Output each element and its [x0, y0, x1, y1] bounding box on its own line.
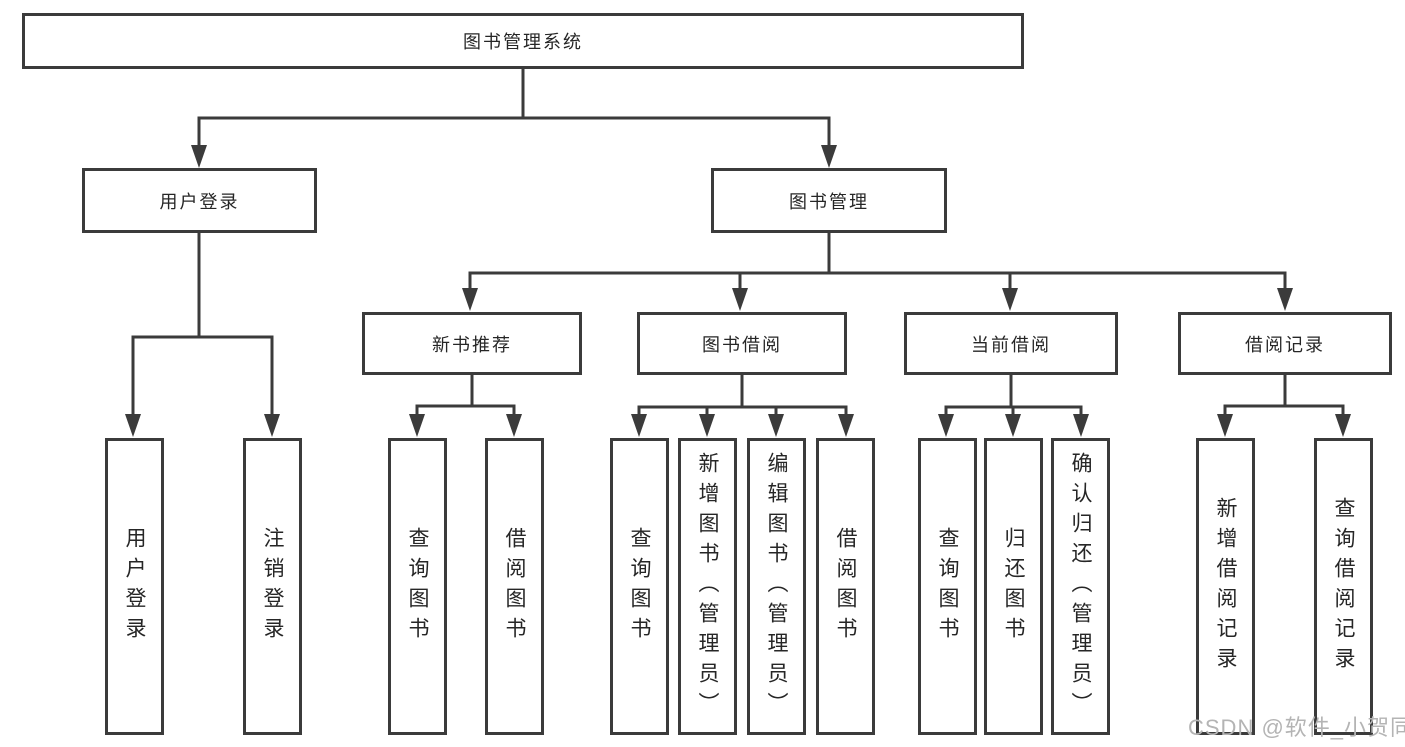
arrowheads: [125, 145, 1351, 437]
leaf-query-books-recommend: 查询图书: [388, 438, 447, 735]
node-root: 图书管理系统: [22, 13, 1024, 69]
node-current-borrow-label: 当前借阅: [971, 334, 1051, 355]
leaf-query-books-current: 查询图书: [918, 438, 977, 735]
leaf-add-borrow-record-label: 新增借阅记录: [1214, 496, 1237, 677]
leaf-borrow-books-recommend-label: 借阅图书: [503, 526, 526, 647]
leaf-borrow-books-borrow: 借阅图书: [816, 438, 875, 735]
leaf-logout-label: 注销登录: [261, 526, 284, 647]
leaf-add-book-admin-label: 新增图书（管理员）: [696, 451, 719, 722]
node-new-book-recommend-label: 新书推荐: [432, 334, 512, 355]
node-new-book-recommend: 新书推荐: [362, 312, 582, 375]
leaf-borrow-books-borrow-label: 借阅图书: [834, 526, 857, 647]
leaf-user-login-label: 用户登录: [123, 526, 146, 647]
leaf-query-books-current-label: 查询图书: [936, 526, 959, 647]
leaf-query-books-borrow: 查询图书: [610, 438, 669, 735]
node-book-borrow: 图书借阅: [637, 312, 847, 375]
node-book-management-label: 图书管理: [789, 191, 869, 212]
leaf-query-borrow-record: 查询借阅记录: [1314, 438, 1373, 735]
node-book-management: 图书管理: [711, 168, 947, 233]
leaf-borrow-books-recommend: 借阅图书: [485, 438, 544, 735]
node-user-login: 用户登录: [82, 168, 317, 233]
leaf-confirm-return-admin: 确认归还（管理员）: [1051, 438, 1110, 735]
node-borrow-records-label: 借阅记录: [1245, 334, 1325, 355]
leaf-query-books-borrow-label: 查询图书: [628, 526, 651, 647]
node-book-borrow-label: 图书借阅: [702, 334, 782, 355]
watermark: CSDN @软件_小贺同学: [1188, 715, 1405, 740]
leaf-logout: 注销登录: [243, 438, 302, 735]
leaf-confirm-return-admin-label: 确认归还（管理员）: [1069, 451, 1092, 722]
node-borrow-records: 借阅记录: [1178, 312, 1392, 375]
leaf-add-borrow-record: 新增借阅记录: [1196, 438, 1255, 735]
leaf-return-book-label: 归还图书: [1002, 526, 1025, 647]
leaf-edit-book-admin: 编辑图书（管理员）: [747, 438, 806, 735]
node-current-borrow: 当前借阅: [904, 312, 1118, 375]
node-root-label: 图书管理系统: [463, 32, 583, 52]
leaf-return-book: 归还图书: [984, 438, 1043, 735]
leaf-query-books-recommend-label: 查询图书: [406, 526, 429, 647]
leaf-add-book-admin: 新增图书（管理员）: [678, 438, 737, 735]
leaf-user-login: 用户登录: [105, 438, 164, 735]
leaf-edit-book-admin-label: 编辑图书（管理员）: [765, 451, 788, 722]
leaf-query-borrow-record-label: 查询借阅记录: [1332, 496, 1355, 677]
node-user-login-label: 用户登录: [159, 191, 240, 212]
